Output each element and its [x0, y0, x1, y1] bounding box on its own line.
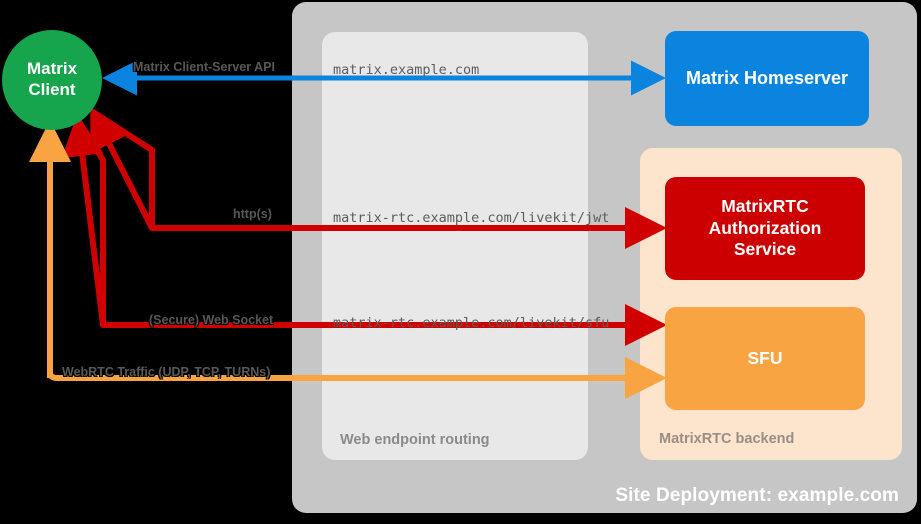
matrix-homeserver-label: Matrix Homeserver [685, 68, 849, 89]
auth-service-line2: Authorization [708, 217, 822, 238]
node-matrix-client[interactable]: Matrix Client [2, 30, 102, 130]
matrixrtc-backend-label: MatrixRTC backend [659, 431, 795, 447]
auth-service-line3: Service [733, 239, 797, 260]
web-endpoint-routing-zone: Web endpoint routing [322, 32, 588, 460]
edge-label-client-server-api: Matrix Client-Server API [133, 60, 275, 74]
matrix-client-line1: Matrix [26, 59, 78, 79]
sfu-label: SFU [747, 347, 783, 368]
edge-jwt-arrowhead [90, 106, 155, 230]
edge-websocket-arrowhead [61, 114, 106, 326]
edge-label-websocket: (Secure) Web Socket [149, 313, 274, 327]
auth-service-line1: MatrixRTC [721, 195, 809, 216]
site-deployment-label: Site Deployment: example.com [615, 485, 899, 506]
web-endpoint-routing-label: Web endpoint routing [340, 432, 490, 448]
matrix-client-line2: Client [28, 80, 76, 99]
edge-label-http: http(s) [233, 207, 272, 221]
endpoint-matrix-example-com: matrix.example.com [333, 62, 480, 78]
endpoint-livekit-sfu: matrix-rtc.example.com/livekit/sfu [333, 315, 610, 331]
node-matrixrtc-authorization-service[interactable]: MatrixRTC Authorization Service [665, 177, 865, 280]
node-sfu[interactable]: SFU [665, 307, 865, 410]
edge-label-webrtc: WebRTC Traffic (UDP, TCP, TURNs) [62, 365, 271, 379]
node-matrix-homeserver[interactable]: Matrix Homeserver [665, 31, 869, 126]
endpoint-livekit-jwt: matrix-rtc.example.com/livekit/jwt [333, 210, 610, 226]
